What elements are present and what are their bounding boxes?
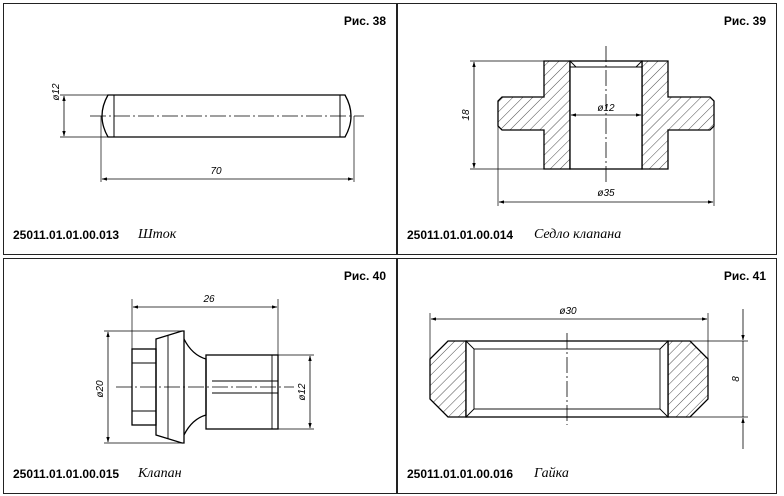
part-name: Клапан bbox=[138, 466, 182, 481]
dim-small-diameter-label: ø12 bbox=[297, 383, 308, 401]
section-right bbox=[641, 60, 715, 170]
section-right bbox=[667, 340, 709, 418]
dim-height-label: 8 bbox=[731, 376, 742, 382]
bore-chamfer bbox=[635, 60, 643, 68]
figure-label: Рис. 39 bbox=[723, 14, 766, 28]
dim-height-label: 18 bbox=[461, 109, 472, 121]
part-name: Гайка bbox=[534, 466, 569, 481]
part-name: Седло клапана bbox=[534, 227, 622, 242]
bore-chamfer bbox=[569, 60, 577, 68]
dim-outer-label: ø35 bbox=[597, 188, 615, 199]
dim-big-diameter-label: ø20 bbox=[95, 380, 106, 398]
drawing-nut: ø30 8 bbox=[429, 306, 748, 449]
part-code: 25011.01.01.00.013 bbox=[13, 228, 120, 242]
dim-diameter-label: ø12 bbox=[51, 83, 62, 101]
part-code: 25011.01.01.00.015 bbox=[13, 467, 120, 481]
panel-fig-39: ø12 18 ø35 Рис. 39 25011.01.01.00.014 Се… bbox=[397, 3, 777, 255]
panel-fig-38: ø12 70 Рис. 38 25011.01.01.00.013 Шток bbox=[3, 3, 397, 255]
dim-outer-label: ø30 bbox=[559, 306, 577, 317]
panel-fig-40: 26 ø20 ø12 Рис. 40 25011.01.01.00.015 Кл… bbox=[3, 258, 397, 494]
thread-corner bbox=[465, 340, 475, 350]
thread-corner bbox=[659, 340, 669, 350]
dim-inner-label: ø12 bbox=[597, 103, 615, 114]
valve-stem bbox=[205, 354, 279, 430]
drawing-rod: ø12 70 bbox=[51, 83, 364, 182]
panel-fig-41: ø30 8 Рис. 41 25011.01.01.00.016 Гайка bbox=[397, 258, 777, 494]
figure-label: Рис. 38 bbox=[343, 14, 386, 28]
section-left bbox=[497, 60, 571, 170]
part-code: 25011.01.01.00.014 bbox=[407, 228, 514, 242]
rod-outline bbox=[101, 94, 352, 138]
dim-length-label: 26 bbox=[202, 294, 215, 305]
thread-corner bbox=[465, 408, 475, 418]
part-name: Шток bbox=[138, 227, 177, 242]
thread-corner bbox=[659, 408, 669, 418]
figure-label: Рис. 41 bbox=[723, 269, 766, 283]
dim-length-label: 70 bbox=[210, 166, 222, 177]
part-code: 25011.01.01.00.016 bbox=[407, 467, 514, 481]
drawing-valve-seat: ø12 18 ø35 bbox=[461, 46, 715, 206]
section-left bbox=[429, 340, 467, 418]
drawing-valve: 26 ø20 ø12 bbox=[95, 294, 314, 444]
figure-label: Рис. 40 bbox=[343, 269, 386, 283]
